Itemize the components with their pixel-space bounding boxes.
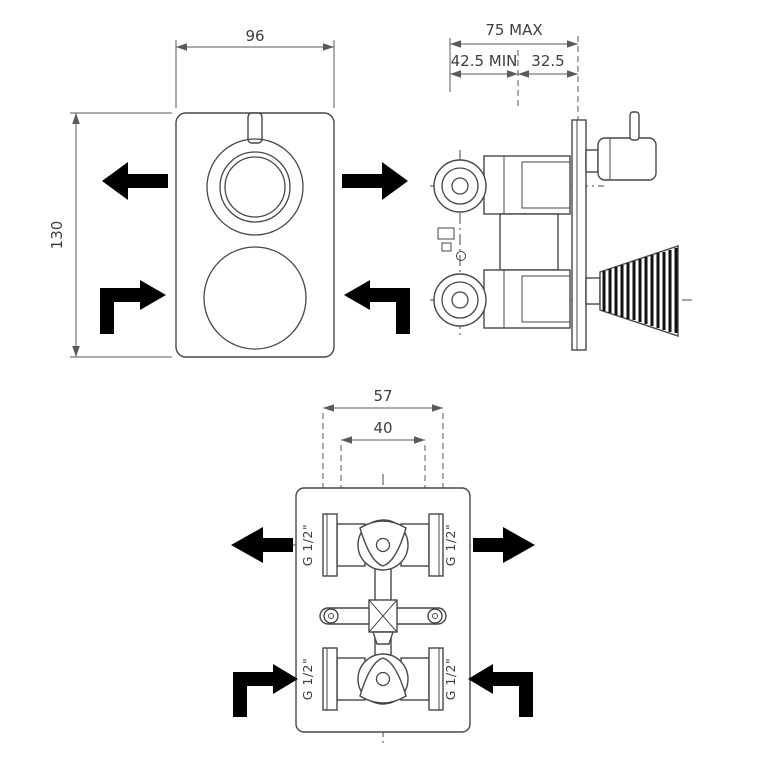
- bracket-screw-left: [323, 608, 339, 624]
- plan-outlet-arrow-left: [231, 527, 293, 563]
- top-cartridge-housing: [483, 155, 571, 215]
- plan-inlet-arrow-right: [468, 664, 533, 717]
- side-max-depth-label: 75 MAX: [485, 21, 542, 39]
- bracket-screw-right: [427, 608, 443, 624]
- center-body: [499, 213, 559, 271]
- side-depth-dimensions: 75 MAX 42.5 MIN 32.5: [449, 21, 579, 122]
- front-height-dimension: 130: [48, 112, 172, 358]
- plan-inlet-arrow-left: [233, 664, 298, 717]
- port-label-bottom-left: G 1/2": [300, 658, 315, 701]
- side-temperature-handle: [585, 111, 657, 181]
- bottom-pipe-assembly: [322, 647, 444, 711]
- side-knurled-knob: [585, 245, 679, 337]
- bottom-cartridge-housing: [483, 269, 571, 329]
- plan-port-span-label: 57: [373, 387, 392, 405]
- front-width-dimension: 96: [175, 27, 335, 108]
- top-left-port-cap: [322, 513, 338, 577]
- port-label-top-right: G 1/2": [443, 524, 458, 567]
- port-label-top-left: G 1/2": [300, 524, 315, 567]
- mounting-bracket: [319, 599, 447, 645]
- side-view: 75 MAX 42.5 MIN 32.5: [430, 21, 692, 351]
- plan-outlet-arrow-right: [473, 527, 535, 563]
- top-pipe-assembly: [322, 513, 444, 577]
- front-height-label: 130: [48, 221, 66, 250]
- outlet-arrow-right: [342, 162, 408, 200]
- side-min-recess-label: 42.5 MIN: [451, 52, 518, 70]
- bottom-left-port-cap: [322, 647, 338, 711]
- bottom-right-port-cap: [428, 647, 444, 711]
- diverter-knob: [203, 246, 307, 350]
- inlet-arrow-right: [344, 280, 410, 334]
- temperature-knob-stem: [247, 112, 263, 144]
- top-union-port: [433, 159, 487, 213]
- knurl-texture: [602, 248, 678, 333]
- side-projection-label: 32.5: [531, 52, 564, 70]
- plan-span-dimensions: 57 40: [322, 387, 444, 516]
- top-right-port-cap: [428, 513, 444, 577]
- front-width-label: 96: [245, 27, 264, 45]
- plan-center-span-label: 40: [373, 419, 392, 437]
- bottom-union-port: [433, 273, 487, 327]
- wall-plate: [571, 119, 587, 351]
- front-view: 96 130: [48, 27, 410, 358]
- check-valve-detail: [437, 227, 466, 261]
- valve-body: [433, 155, 571, 329]
- port-label-bottom-right: G 1/2": [443, 658, 458, 701]
- handle-pin: [629, 111, 640, 141]
- temperature-knob: [206, 138, 304, 236]
- plan-view: 57 40: [231, 387, 535, 744]
- outlet-arrow-left: [102, 162, 168, 200]
- inlet-arrow-left: [100, 280, 166, 334]
